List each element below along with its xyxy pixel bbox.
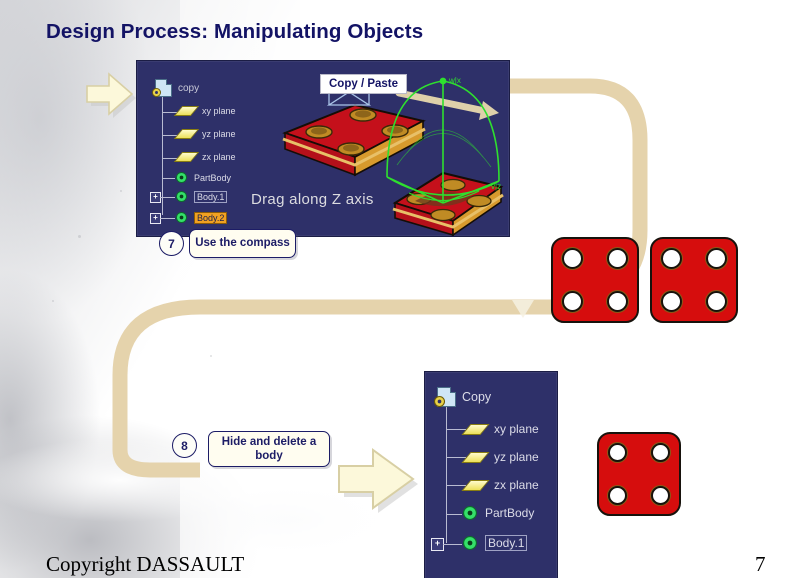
- tree-item-label: xy plane: [202, 106, 236, 116]
- background-speck: [78, 235, 81, 238]
- tree-item-label: yz plane: [202, 129, 236, 139]
- tree-item-xy-plane[interactable]: xy plane: [461, 422, 539, 436]
- tree-item-zx-plane[interactable]: zx plane: [461, 478, 539, 492]
- tree-item-zx-plane[interactable]: zx plane: [173, 152, 236, 162]
- compass-widget: [386, 77, 500, 204]
- plate-hole: [661, 291, 682, 312]
- body-gear-icon: [176, 172, 187, 183]
- tree-item-yz-plane[interactable]: yz plane: [173, 129, 236, 139]
- page-title: Design Process: Manipulating Objects: [46, 20, 424, 43]
- tree-branch-line: [162, 112, 178, 113]
- tree-item-partbody[interactable]: PartBody: [462, 505, 534, 521]
- gear-icon: [433, 395, 446, 408]
- arrow-into-top-panel: [86, 72, 136, 118]
- tree-branch-line: [162, 135, 178, 136]
- tree-trunk-line: [162, 97, 163, 215]
- step-number-8: 8: [172, 433, 197, 458]
- tree-item-label: Body.1: [194, 190, 228, 203]
- tree-item-yz-plane[interactable]: yz plane: [461, 450, 539, 464]
- tree-root-node[interactable]: Copy: [433, 387, 492, 408]
- tree-item-label: xy plane: [494, 422, 539, 436]
- compass-axis-label-diagonal: v|z: [491, 182, 501, 191]
- spec-tree-top[interactable]: copy xy plane yz plane zx plane: [137, 61, 267, 236]
- tree-item-label-selected: Body.2: [194, 211, 228, 224]
- tree-root-node[interactable]: copy: [152, 79, 200, 97]
- callout-step-8: Hide and delete a body: [208, 431, 330, 467]
- tree-item-label: PartBody: [485, 506, 535, 520]
- catia-3d-viewport-content[interactable]: w|x v|z: [247, 61, 509, 236]
- compass-axis-label-vertical: w|x: [448, 76, 461, 85]
- plate-pair-left: [551, 237, 639, 323]
- tree-branch-line: [162, 158, 178, 159]
- background-speck: [210, 355, 212, 357]
- tree-item-partbody[interactable]: PartBody: [175, 171, 231, 184]
- tree-item-body2[interactable]: Body.2: [175, 211, 228, 224]
- footer-page-number: 7: [755, 552, 766, 576]
- catia-viewport-bottom[interactable]: Copy xy plane yz plane zx plane: [424, 371, 558, 578]
- tree-item-label: PartBody: [194, 172, 232, 183]
- tree-item-xy-plane[interactable]: xy plane: [173, 106, 236, 116]
- plate-surface: [597, 432, 681, 516]
- tree-root-label: Copy: [462, 390, 492, 404]
- tree-item-body1[interactable]: Body.1: [462, 535, 528, 551]
- plate-hole: [661, 248, 682, 269]
- plane-icon: [461, 479, 490, 491]
- step-number-7: 7: [159, 231, 184, 256]
- plate-hole: [608, 443, 627, 462]
- plate-hole: [706, 291, 727, 312]
- plate-hole: [608, 486, 627, 505]
- footer-copyright: Copyright DASSAULT: [46, 552, 245, 576]
- body-gear-icon: [463, 506, 477, 520]
- target-plate-3d: [392, 171, 504, 236]
- arrow-into-bottom-panel: [338, 448, 418, 513]
- plate-hole: [562, 291, 583, 312]
- tree-branch-line: [446, 485, 466, 486]
- tree-branch-line: [446, 429, 466, 430]
- document-gear-icon: [152, 79, 172, 97]
- plate-hole: [607, 248, 628, 269]
- plate-single: [597, 432, 681, 516]
- drag-instruction-label: Drag along Z axis: [251, 191, 374, 208]
- tree-trunk-line: [446, 407, 447, 543]
- plate-surface: [650, 237, 738, 323]
- plane-icon: [461, 451, 490, 463]
- body-gear-icon: [176, 191, 187, 202]
- tree-item-body1[interactable]: Body.1: [175, 190, 228, 203]
- plate-hole: [706, 248, 727, 269]
- tree-branch-line: [446, 457, 466, 458]
- callout-step-7: Use the compass: [189, 229, 296, 258]
- background-speck: [120, 190, 122, 192]
- plate-hole: [651, 486, 670, 505]
- tree-item-label: yz plane: [494, 450, 539, 464]
- tree-branch-line: [162, 178, 175, 179]
- tree-branch-line: [160, 218, 175, 219]
- tree-item-label: zx plane: [202, 152, 236, 162]
- tree-branch-line: [160, 197, 175, 198]
- body-gear-icon: [463, 536, 477, 550]
- plate-hole: [562, 248, 583, 269]
- tree-branch-line: [446, 514, 462, 515]
- drag-direction-arrow: [395, 89, 499, 120]
- tree-item-label: Body.1: [485, 535, 528, 551]
- catia-viewport-top[interactable]: copy xy plane yz plane zx plane: [136, 60, 510, 237]
- plate-surface: [551, 237, 639, 323]
- spec-tree-bottom[interactable]: Copy xy plane yz plane zx plane: [425, 372, 557, 578]
- document-gear-icon: [433, 387, 456, 408]
- plate-pair-right: [650, 237, 738, 323]
- tree-item-label: zx plane: [494, 478, 539, 492]
- gear-icon: [152, 88, 161, 97]
- tree-root-label: copy: [178, 82, 200, 94]
- plane-icon: [173, 152, 200, 162]
- plane-icon: [173, 106, 200, 116]
- plate-hole: [651, 443, 670, 462]
- tree-expander-body1[interactable]: +: [431, 538, 444, 551]
- copy-paste-chip: Copy / Paste: [320, 74, 408, 94]
- tree-branch-line: [443, 544, 462, 545]
- background-speck: [52, 300, 54, 302]
- plane-icon: [173, 129, 200, 139]
- plate-hole: [607, 291, 628, 312]
- body-gear-icon: [176, 212, 187, 223]
- plane-icon: [461, 423, 490, 435]
